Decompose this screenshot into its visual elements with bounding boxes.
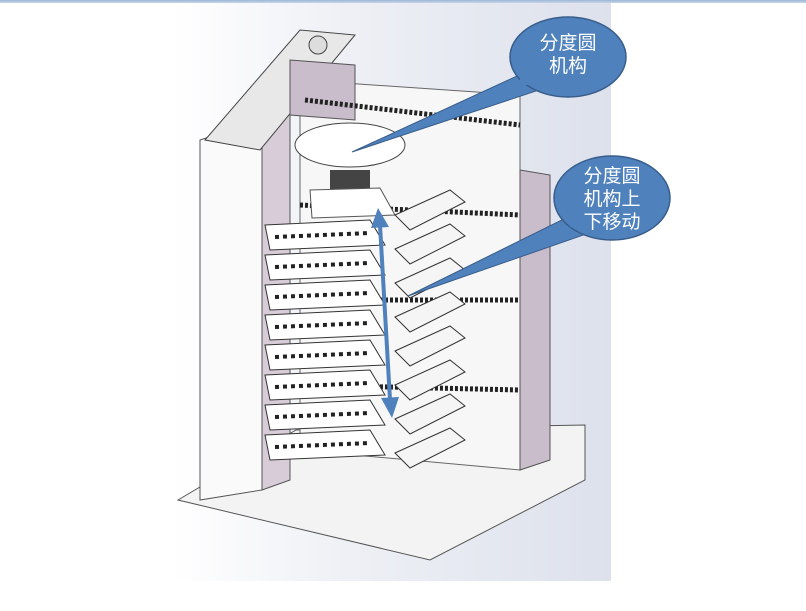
tray-plate [394, 223, 466, 265]
right-frame [519, 169, 551, 471]
index-disk [294, 122, 406, 168]
tray-plate [394, 427, 466, 469]
tray-plate [394, 359, 466, 401]
callout-1-line-2: 机构 [548, 55, 587, 77]
vertical-move-arrow [371, 208, 399, 418]
top-rail [204, 29, 356, 151]
callout-label-2: 分度圆 机构上 下移动 [557, 165, 667, 234]
callout-bubble-vertical-move [407, 155, 671, 297]
tray-plate [394, 325, 466, 367]
tray-plate [394, 291, 466, 333]
tray-plate [394, 189, 466, 231]
callout-bubble-index-mechanism [351, 16, 627, 153]
tray-plate [394, 393, 466, 435]
callout-2-line-2: 机构上 [583, 188, 641, 210]
left-frame [199, 119, 263, 501]
callout-1-line-1: 分度圆 [539, 32, 597, 54]
shelves [264, 189, 466, 469]
callout-2-line-3: 下移动 [583, 211, 641, 233]
callout-2-line-1: 分度圆 [583, 165, 641, 187]
slide-top-border [0, 0, 806, 3]
callout-label-1: 分度圆 机构 [513, 32, 623, 78]
